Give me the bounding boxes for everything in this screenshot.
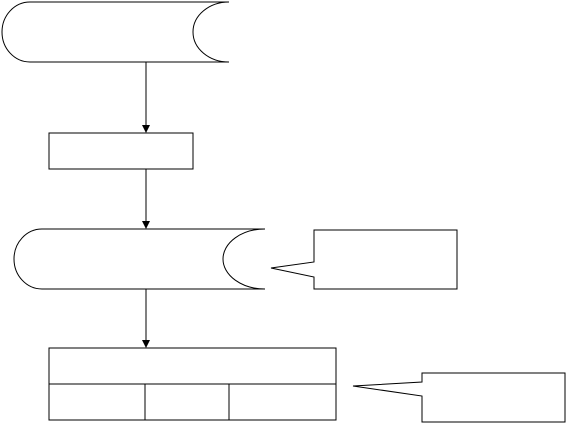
- callout-lower-outline: [352, 372, 566, 423]
- callout-lower: [352, 372, 566, 423]
- arrowhead: [142, 340, 150, 348]
- arrow-top-to-process: [142, 62, 150, 133]
- arrow-process-to-stored: [142, 169, 150, 229]
- table: [48, 347, 337, 421]
- stored-data-middle: [13, 228, 266, 290]
- arrowhead: [142, 125, 150, 133]
- process-box-outline: [48, 132, 194, 170]
- arrowhead: [142, 221, 150, 229]
- stored-data-top-outline: [1, 1, 230, 63]
- callout-upper: [270, 229, 458, 290]
- stored-data-middle-outline: [13, 228, 266, 290]
- callout-upper-outline: [270, 229, 458, 290]
- process-box: [48, 132, 194, 170]
- arrow-stored-to-table: [142, 289, 150, 348]
- stored-data-top: [1, 1, 230, 63]
